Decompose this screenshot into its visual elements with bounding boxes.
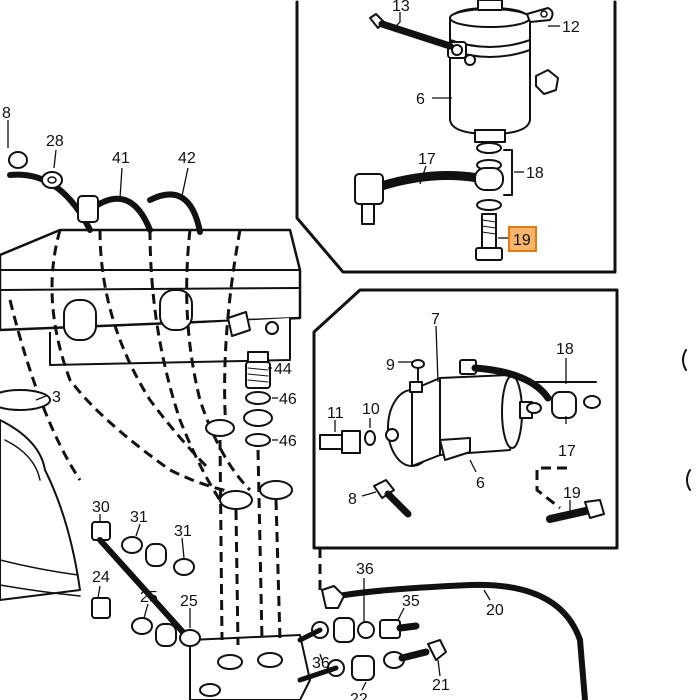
fuel-line-17: [354, 171, 483, 225]
callout-18-filter: 18: [526, 165, 544, 182]
callout-21: 21: [432, 677, 450, 694]
fuel-injector-pipes: [7, 171, 203, 235]
callout-46-lower: 46: [279, 433, 297, 450]
callout-24: 24: [92, 569, 110, 586]
inset-panel-fuel-filter: [295, 0, 617, 274]
callout-11: 11: [327, 405, 344, 422]
valve-44: [245, 351, 271, 389]
fuel-pump-body: [385, 359, 533, 467]
highlight-box: [508, 226, 537, 252]
callout-36-upper: 36: [356, 561, 374, 578]
washers-46: [205, 391, 293, 510]
callout-36-lower: 36: [312, 655, 330, 672]
fittings-30-31: [91, 521, 195, 643]
fuel-pipe-20: [318, 548, 588, 700]
banjo-fitting: [474, 142, 513, 211]
union-11: [319, 430, 376, 454]
callout-41: 41: [112, 150, 130, 167]
callout-44: 44: [274, 361, 292, 378]
bolt-8: [373, 479, 412, 518]
callout-3: 3: [52, 389, 61, 406]
clamp-bracket: [447, 7, 554, 66]
fuel-distributor: [189, 634, 311, 700]
callout-9: 9: [386, 357, 395, 374]
fuel-filter-body: [449, 0, 531, 143]
washer-28: [8, 151, 63, 189]
fittings-36-35: [297, 585, 447, 683]
callout-28: 28: [46, 133, 64, 150]
callout-8-edge: 8: [2, 105, 11, 122]
callout-6-filter: 6: [416, 91, 425, 108]
callout-7: 7: [431, 311, 440, 328]
inset-panel-fuel-pump: [312, 288, 619, 550]
nut: [535, 69, 559, 95]
callout-10: 10: [362, 401, 380, 418]
edge-bracket: [682, 349, 691, 491]
callout-25-left: 25: [140, 589, 158, 606]
fuel-line-17b: [471, 364, 601, 419]
callout-19-highlighted: 19: [513, 232, 531, 249]
callout-6-pump: 6: [476, 475, 485, 492]
callout-17-pump: 17: [558, 443, 576, 460]
callout-35: 35: [402, 593, 420, 610]
bolt-13: [369, 13, 454, 50]
screw-9: [411, 359, 425, 381]
intake-boot: [0, 389, 81, 601]
dashed-leader: [535, 466, 567, 510]
distributor-leaders: [218, 439, 282, 646]
banjo-bolt-19: [475, 213, 503, 261]
hidden-injector-lines: [8, 229, 252, 501]
callout-30: 30: [92, 499, 110, 516]
callout-25-right: 25: [180, 593, 198, 610]
callout-46-upper: 46: [279, 391, 297, 408]
leader-lines: [7, 12, 571, 691]
callout-labels: 13 12 6 17 18 19 8 28 41 42 3 44 46 46 7…: [2, 0, 581, 700]
callout-12: 12: [562, 19, 580, 36]
callout-42: 42: [178, 150, 196, 167]
callout-18-pump: 18: [556, 341, 574, 358]
bolt-19b: [546, 499, 605, 523]
callout-31-upper: 31: [130, 509, 148, 526]
callout-17-filter: 17: [418, 151, 436, 168]
callout-22: 22: [350, 691, 368, 700]
callout-20: 20: [486, 602, 504, 619]
fittings-24-25: [91, 597, 201, 647]
callout-8-pump: 8: [348, 491, 357, 508]
callout-19-pump: 19: [563, 485, 581, 502]
callout-31-lower: 31: [174, 523, 192, 540]
callout-13: 13: [392, 0, 410, 15]
